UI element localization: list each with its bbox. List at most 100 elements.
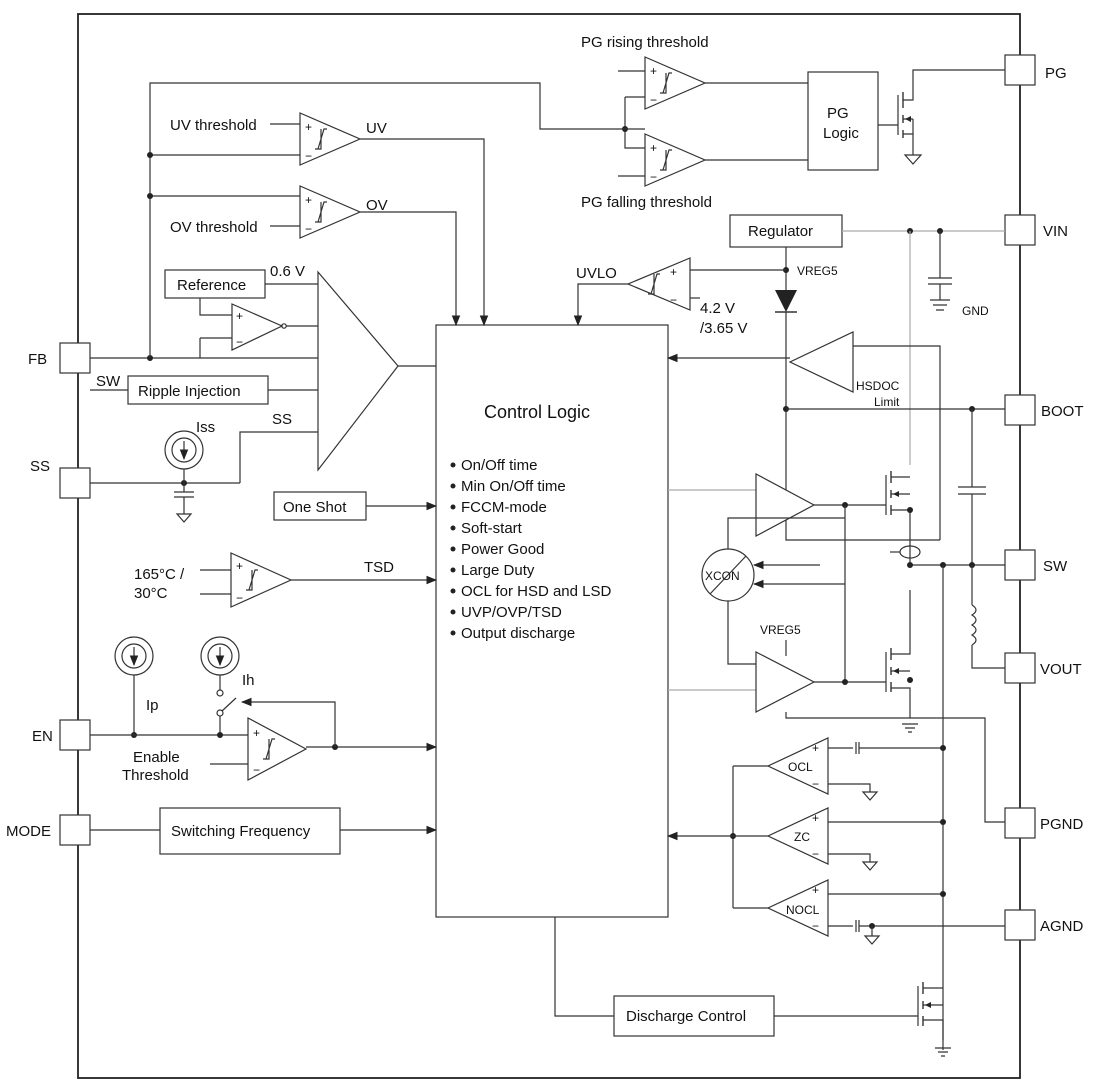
one-shot-block: One Shot [273, 491, 367, 521]
feature-item: Soft-start [461, 520, 523, 537]
vreg5-top-label: VREG5 [797, 264, 838, 278]
feature-list: On/Off time Min On/Off time FCCM-mode So… [450, 457, 612, 642]
pin-vin: VIN [1004, 214, 1068, 246]
tsd-temp-line2: 30°C [134, 585, 168, 602]
ground-icon [935, 1047, 951, 1057]
zc-label: ZC [794, 830, 810, 844]
uv-threshold-label: UV threshold [170, 117, 257, 134]
svg-text:+: + [812, 741, 819, 755]
gnd-label: GND [962, 304, 989, 318]
pg-nmos-icon [878, 69, 1005, 155]
discharge-control-label: Discharge Control [626, 1008, 746, 1025]
feature-item: OCL for HSD and LSD [461, 583, 612, 600]
svg-text:−: − [650, 93, 657, 107]
pin-label-ss: SS [30, 458, 50, 475]
feature-item: Min On/Off time [461, 478, 566, 495]
pin-label-fb: FB [28, 351, 47, 368]
pin-label-vin: VIN [1043, 223, 1068, 240]
pg-rising-label: PG rising threshold [581, 34, 709, 51]
ocl-label: OCL [788, 760, 813, 774]
xcon-label: XCON [705, 569, 740, 583]
pin-boot: BOOT [1004, 394, 1084, 426]
uvlo-threshold1: 4.2 V [700, 300, 735, 317]
uvlo-threshold2: /3.65 V [700, 320, 748, 337]
tsd-temp-line1: 165°C / [134, 566, 185, 583]
iss-current-source-icon [164, 430, 204, 470]
svg-text:+: + [236, 309, 243, 323]
ss-net-label: SS [272, 411, 292, 428]
boot-capacitor-icon [958, 409, 986, 565]
svg-text:−: − [812, 847, 819, 861]
svg-text:−: − [812, 919, 819, 933]
pg-logic-line2: Logic [823, 125, 859, 142]
pin-label-vout: VOUT [1040, 661, 1082, 678]
uv-label: UV [366, 120, 387, 137]
pin-label-agnd: AGND [1040, 918, 1084, 935]
svg-text:+: + [812, 883, 819, 897]
iss-label: Iss [196, 419, 215, 436]
ripple-injection-label: Ripple Injection [138, 383, 241, 400]
ripple-injection-block: Ripple Injection [127, 375, 269, 405]
svg-text:+: + [650, 141, 657, 155]
zc-comparator: + − ZC [766, 807, 829, 865]
ground-icon [902, 723, 918, 733]
ocl-comparator: + − OCL [766, 737, 829, 795]
pin-sw: SW [1004, 549, 1068, 581]
svg-text:−: − [236, 591, 243, 605]
switching-frequency-block: Switching Frequency [159, 807, 341, 855]
hs-nmos-icon [875, 471, 911, 565]
ss-capacitor-icon [174, 483, 194, 523]
reference-block: Reference [164, 269, 266, 299]
feature-item: On/Off time [461, 457, 537, 474]
xcon-block: XCON [701, 548, 755, 602]
ih-label: Ih [242, 672, 255, 689]
pg-falling-label: PG falling threshold [581, 194, 712, 211]
pin-label-pgnd: PGND [1040, 816, 1084, 833]
discharge-nmos-icon [917, 982, 944, 1040]
vreg5-bot-label: VREG5 [760, 623, 801, 637]
ls-nmos-icon [875, 590, 911, 718]
svg-text:+: + [305, 120, 312, 134]
ov-label: OV [366, 197, 388, 214]
svg-text:−: − [670, 293, 677, 307]
uvlo-comparator: + − [626, 257, 691, 311]
pin-label-sw: SW [1043, 558, 1068, 575]
svg-text:−: − [253, 763, 260, 777]
nocl-comparator: + − NOCL [766, 879, 829, 937]
ref-voltage-label: 0.6 V [270, 263, 305, 280]
pg-rising-comparator: + − [644, 56, 707, 110]
svg-text:−: − [812, 777, 819, 791]
svg-text:+: + [650, 64, 657, 78]
en-switch-icon [216, 675, 237, 735]
pg-logic-block: PG Logic [807, 71, 879, 171]
nocl-label: NOCL [786, 903, 820, 917]
pin-vout: VOUT [1004, 652, 1082, 684]
ip-current-source-icon [114, 636, 154, 676]
svg-text:−: − [305, 149, 312, 163]
en-comparator: + − [247, 716, 308, 782]
feature-item: Power Good [461, 541, 544, 558]
pg-falling-comparator: + − [644, 133, 707, 187]
svg-text:+: + [253, 726, 260, 740]
vin-capacitor-icon [928, 231, 952, 311]
inductor-icon [970, 565, 1005, 669]
svg-text:+: + [812, 811, 819, 825]
uv-comparator: + − [299, 112, 362, 166]
control-logic-block: Control Logic On/Off time Min On/Off tim… [435, 324, 669, 918]
ic-outline [77, 13, 1021, 1079]
svg-text:+: + [305, 193, 312, 207]
ip-label: Ip [146, 697, 159, 714]
hsdoc-comparator [788, 331, 854, 393]
reference-label: Reference [177, 277, 246, 294]
pin-en: EN [32, 719, 91, 751]
ov-comparator: + − [299, 185, 362, 239]
svg-text:−: − [305, 222, 312, 236]
pin-fb: FB [28, 342, 91, 374]
pin-label-en: EN [32, 728, 53, 745]
hs-driver [755, 472, 816, 538]
ls-driver [755, 651, 816, 713]
feature-item: UVP/OVP/TSD [461, 604, 562, 621]
boot-diode-icon [775, 290, 797, 313]
uvlo-label: UVLO [576, 265, 617, 282]
switching-frequency-label: Switching Frequency [171, 823, 311, 840]
